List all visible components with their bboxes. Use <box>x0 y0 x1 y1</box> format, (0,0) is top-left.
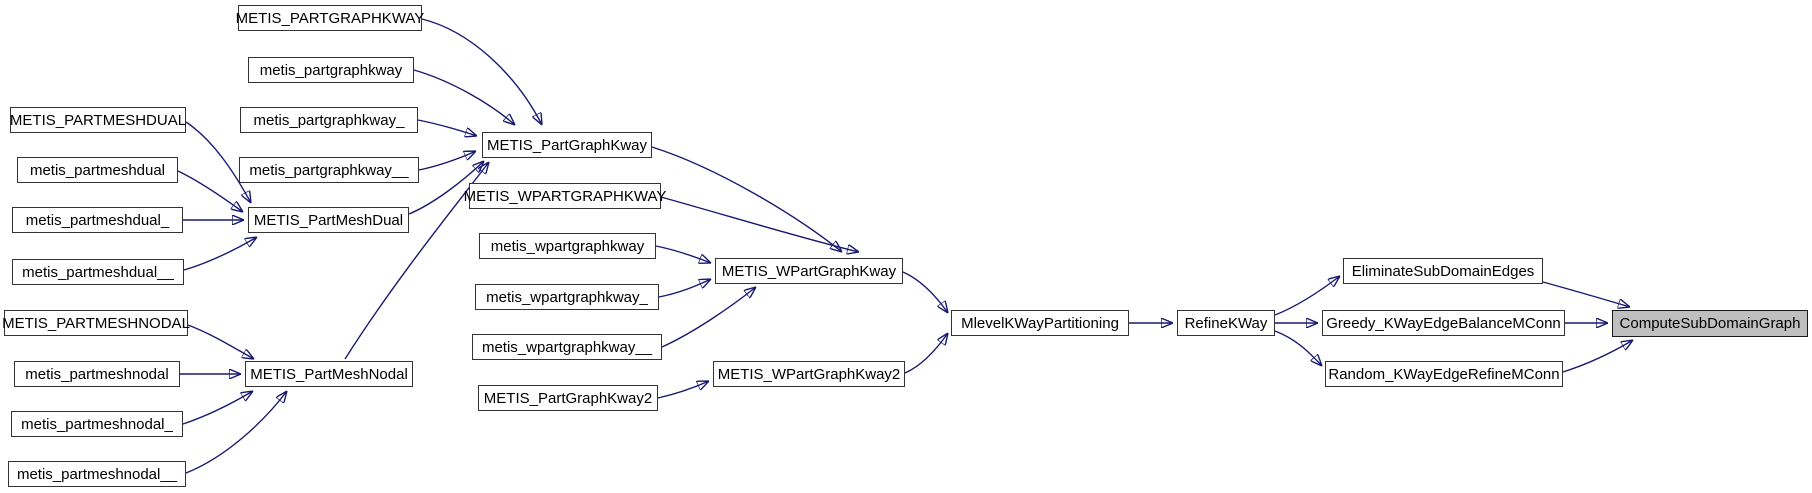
edge-metis_partgraphkway_-to-METIS_PartGraphKway <box>417 119 477 136</box>
node-Random_KWayEdgeRefineMConn[interactable]: Random_KWayEdgeRefineMConn <box>1325 361 1563 387</box>
node-METIS_WPartGraphKway2[interactable]: METIS_WPartGraphKway2 <box>713 361 905 387</box>
edge-METIS_PartGraphKway-to-METIS_WPartGraphKway <box>651 146 842 252</box>
node-metis_partgraphkway__[interactable]: metis_partgraphkway__ <box>239 157 419 183</box>
node-metis_partmeshnodal[interactable]: metis_partmeshnodal <box>14 361 180 387</box>
edge-metis_wpartgraphkway-to-METIS_WPartGraphKway <box>655 245 711 263</box>
edge-metis_partmeshdual-to-METIS_PartMeshDual <box>177 170 243 212</box>
edge-metis_partgraphkway__-to-METIS_PartGraphKway <box>418 151 476 171</box>
node-metis_wpartgraphkway[interactable]: metis_wpartgraphkway <box>479 233 656 259</box>
node-metis_partmeshdual__[interactable]: metis_partmeshdual__ <box>12 259 184 285</box>
edge-METIS_PARTGRAPHKWAY-to-METIS_PartGraphKway <box>421 18 542 125</box>
node-METIS_WPARTGRAPHKWAY[interactable]: METIS_WPARTGRAPHKWAY <box>464 183 666 209</box>
node-METIS_PartGraphKway2[interactable]: METIS_PartGraphKway2 <box>478 385 658 411</box>
edge-METIS_PartMeshDual-to-METIS_PartGraphKway <box>408 161 484 215</box>
node-METIS_WPartGraphKway[interactable]: METIS_WPartGraphKway <box>715 258 903 284</box>
edge-METIS_WPartGraphKway2-to-MlevelKWayPartitioning <box>904 333 948 374</box>
edge-metis_wpartgraphkway__-to-METIS_WPartGraphKway <box>661 287 756 348</box>
node-metis_wpartgraphkway__[interactable]: metis_wpartgraphkway__ <box>472 334 662 360</box>
node-METIS_PartMeshNodal[interactable]: METIS_PartMeshNodal <box>245 361 413 387</box>
edge-metis_partgraphkway-to-METIS_PartGraphKway <box>413 69 515 125</box>
edge-RefineKWay-to-Random_KWayEdgeRefineMConn <box>1274 330 1322 366</box>
edge-METIS_PARTMESHDUAL-to-METIS_PartMeshDual <box>185 121 251 203</box>
node-RefineKWay[interactable]: RefineKWay <box>1177 310 1275 336</box>
node-metis_partmeshnodal_[interactable]: metis_partmeshnodal_ <box>11 411 183 437</box>
node-METIS_PARTGRAPHKWAY[interactable]: METIS_PARTGRAPHKWAY <box>236 5 424 31</box>
node-Greedy_KWayEdgeBalanceMConn[interactable]: Greedy_KWayEdgeBalanceMConn <box>1322 310 1565 336</box>
node-metis_partmeshdual_[interactable]: metis_partmeshdual_ <box>12 207 183 233</box>
edge-RefineKWay-to-EliminateSubDomainEdges <box>1274 276 1340 316</box>
edge-metis_partmeshnodal_-to-METIS_PartMeshNodal <box>182 391 253 425</box>
edge-METIS_PartMeshNodal-to-METIS_PartGraphKway <box>344 162 489 360</box>
node-METIS_PartMeshDual[interactable]: METIS_PartMeshDual <box>248 207 409 233</box>
edge-METIS_PARTMESHNODAL-to-METIS_PartMeshNodal <box>187 324 254 359</box>
node-METIS_PartGraphKway[interactable]: METIS_PartGraphKway <box>482 132 652 158</box>
edge-METIS_WPartGraphKway-to-MlevelKWayPartitioning <box>902 271 948 313</box>
edge-EliminateSubDomainEdges-to-ComputeSubDomainGraph <box>1542 281 1630 307</box>
edge-metis_wpartgraphkway_-to-METIS_WPartGraphKway <box>658 279 711 298</box>
node-metis_partgraphkway_[interactable]: metis_partgraphkway_ <box>240 107 418 133</box>
edge-Random_KWayEdgeRefineMConn-to-ComputeSubDomainGraph <box>1562 340 1633 373</box>
node-EliminateSubDomainEdges[interactable]: EliminateSubDomainEdges <box>1343 258 1543 284</box>
node-ComputeSubDomainGraph-highlighted: ComputeSubDomainGraph <box>1612 310 1808 337</box>
edge-METIS_WPARTGRAPHKWAY-to-METIS_WPartGraphKway <box>660 196 859 252</box>
edge-metis_partmeshnodal__-to-METIS_PartMeshNodal <box>185 391 287 474</box>
node-METIS_PARTMESHNODAL[interactable]: METIS_PARTMESHNODAL <box>2 310 190 336</box>
node-metis_partmeshnodal__[interactable]: metis_partmeshnodal__ <box>8 461 186 487</box>
node-metis_wpartgraphkway_[interactable]: metis_wpartgraphkway_ <box>475 284 659 310</box>
node-metis_partgraphkway[interactable]: metis_partgraphkway <box>248 57 414 83</box>
edge-metis_partmeshdual__-to-METIS_PartMeshDual <box>183 237 257 271</box>
node-METIS_PARTMESHDUAL[interactable]: METIS_PARTMESHDUAL <box>10 107 186 133</box>
node-MlevelKWayPartitioning[interactable]: MlevelKWayPartitioning <box>951 310 1129 336</box>
node-metis_partmeshdual[interactable]: metis_partmeshdual <box>17 157 178 183</box>
edge-METIS_PartGraphKway2-to-METIS_WPartGraphKway2 <box>657 381 709 399</box>
